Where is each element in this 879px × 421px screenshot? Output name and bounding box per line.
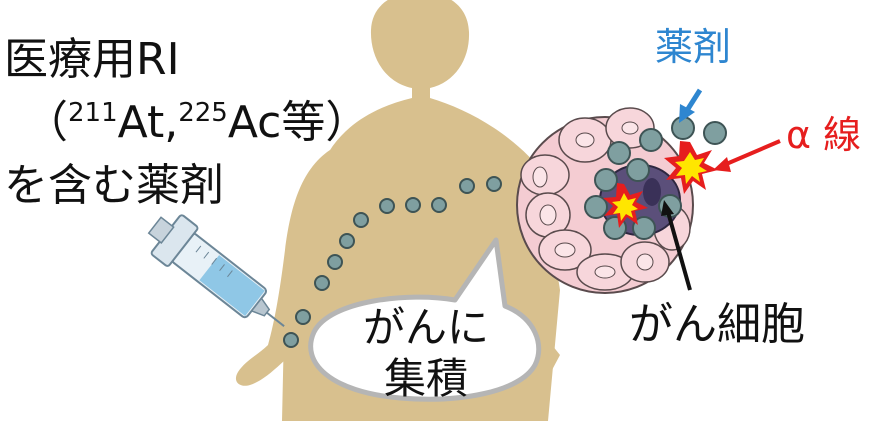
- alpha-ray-arrow: [713, 141, 780, 172]
- open-bracket: （: [24, 97, 68, 148]
- isotope-mass-225: 225: [178, 98, 228, 128]
- drug-title-line1: 医療用RI: [4, 38, 180, 82]
- alpha-ray-label: α 線: [786, 116, 861, 154]
- speech-bubble-line2: 集積: [384, 358, 468, 400]
- isotope-element-at: At,: [118, 97, 179, 148]
- speech-bubble-line1: がんに: [363, 307, 489, 349]
- drug-title-line3: を含む薬剤: [4, 164, 224, 208]
- isotope-mass-211: 211: [68, 98, 118, 128]
- drug-title-line2: （211At,225Ac等）: [24, 100, 369, 145]
- cancer-cell-label: がん細胞: [629, 303, 805, 347]
- isotope-element-ac: Ac等）: [228, 97, 370, 148]
- drug-label: 薬剤: [655, 28, 731, 66]
